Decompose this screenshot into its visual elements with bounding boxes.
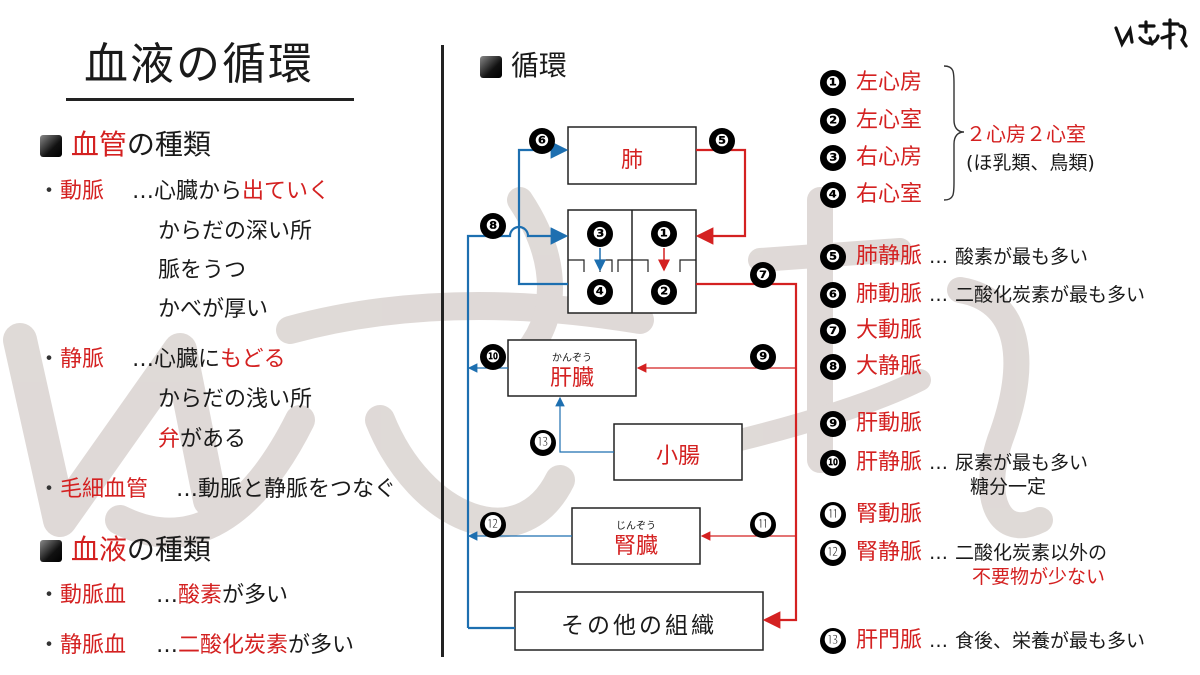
artery-line-3: かべが厚い xyxy=(158,297,269,322)
badge-12: ⓬ xyxy=(480,512,506,538)
chamber-brace xyxy=(943,65,965,201)
lung-label: 肺 xyxy=(620,148,643,173)
chamber-note: ２心房２心室 xyxy=(966,122,1086,146)
vena-cava-line xyxy=(466,225,569,628)
vein-valve-line: 弁がある xyxy=(158,427,247,452)
badge-1: ❶ xyxy=(651,221,677,247)
other-tissue-label: その他の組織 xyxy=(561,613,717,639)
brand-logo xyxy=(1114,18,1188,50)
liver-box xyxy=(507,339,637,397)
chamber-note-sub: (ほ乳類、鳥類) xyxy=(966,152,1095,174)
badge-6: ❻ xyxy=(529,128,555,154)
badge-9: ❾ xyxy=(750,344,776,370)
arterial-blood-desc: …酸素が多い xyxy=(156,583,289,608)
vein-term: 静脈 xyxy=(60,347,105,372)
vessel-10-line2: 糖分一定 xyxy=(970,476,1047,498)
badge-5: ❺ xyxy=(709,128,735,154)
badge-11: ⓫ xyxy=(750,512,776,538)
badge-8: ❽ xyxy=(480,213,506,239)
arterial-blood-row: ・動脈血 xyxy=(38,583,127,608)
artery-desc: …心臓から出ていく xyxy=(132,179,331,204)
artery-row: ・動脈 xyxy=(38,179,105,204)
square-bullet-icon xyxy=(40,540,62,562)
pulmonary-vein-line xyxy=(695,148,747,245)
vessel-types-heading: 血管の種類 xyxy=(40,123,211,163)
venous-blood-desc: …二酸化炭素が多い xyxy=(156,633,355,658)
capillary-row: ・毛細血管 xyxy=(38,477,149,502)
kidney-label: 腎臓 xyxy=(613,534,658,559)
vein-desc: …心臓にもどる xyxy=(132,347,286,372)
liver-ruby: かんぞう xyxy=(552,353,592,364)
badge-7: ❼ xyxy=(750,262,776,288)
title-underline xyxy=(66,98,354,101)
kidney-ruby: じんぞう xyxy=(616,521,656,532)
lung-box xyxy=(567,126,697,185)
small-intestine-label: 小腸 xyxy=(655,444,700,469)
artery-line-2: 脈をうつ xyxy=(158,258,247,283)
heading-rest: の種類 xyxy=(126,128,211,161)
heading-keyword: 血管 xyxy=(70,128,127,161)
left-valve xyxy=(632,259,696,272)
portal-vein-line xyxy=(555,396,614,453)
other-tissue-box xyxy=(514,591,764,651)
badge-13: ⓭ xyxy=(530,430,556,456)
badge-4: ❹ xyxy=(587,279,613,305)
artery-term: 動脈 xyxy=(60,179,105,204)
kidney-box xyxy=(571,507,701,565)
column-divider xyxy=(441,45,444,657)
page-title: 血液の循環 xyxy=(84,39,314,90)
badge-10: ❿ xyxy=(480,344,506,370)
small-intestine-box xyxy=(613,423,743,481)
badge-2: ❷ xyxy=(651,279,677,305)
artery-line-1: からだの深い所 xyxy=(158,219,313,244)
square-bullet-icon xyxy=(40,135,62,157)
capillary-desc: …動脈と静脈をつなぐ xyxy=(176,477,397,502)
venous-blood-row: ・静脈血 xyxy=(38,633,127,658)
pulmonary-artery-line xyxy=(517,141,569,286)
circulation-heading: 循環 xyxy=(480,44,567,84)
blood-types-heading: 血液の種類 xyxy=(40,528,211,568)
liver-label: 肝臓 xyxy=(549,366,594,391)
vessel-12-line2: 不要物が少ない xyxy=(972,566,1106,588)
square-bullet-icon xyxy=(480,56,502,78)
badge-3: ❸ xyxy=(587,221,613,247)
aorta-line xyxy=(696,282,798,629)
vein-line-1: からだの浅い所 xyxy=(158,387,313,412)
vein-row: ・静脈 xyxy=(38,347,105,372)
